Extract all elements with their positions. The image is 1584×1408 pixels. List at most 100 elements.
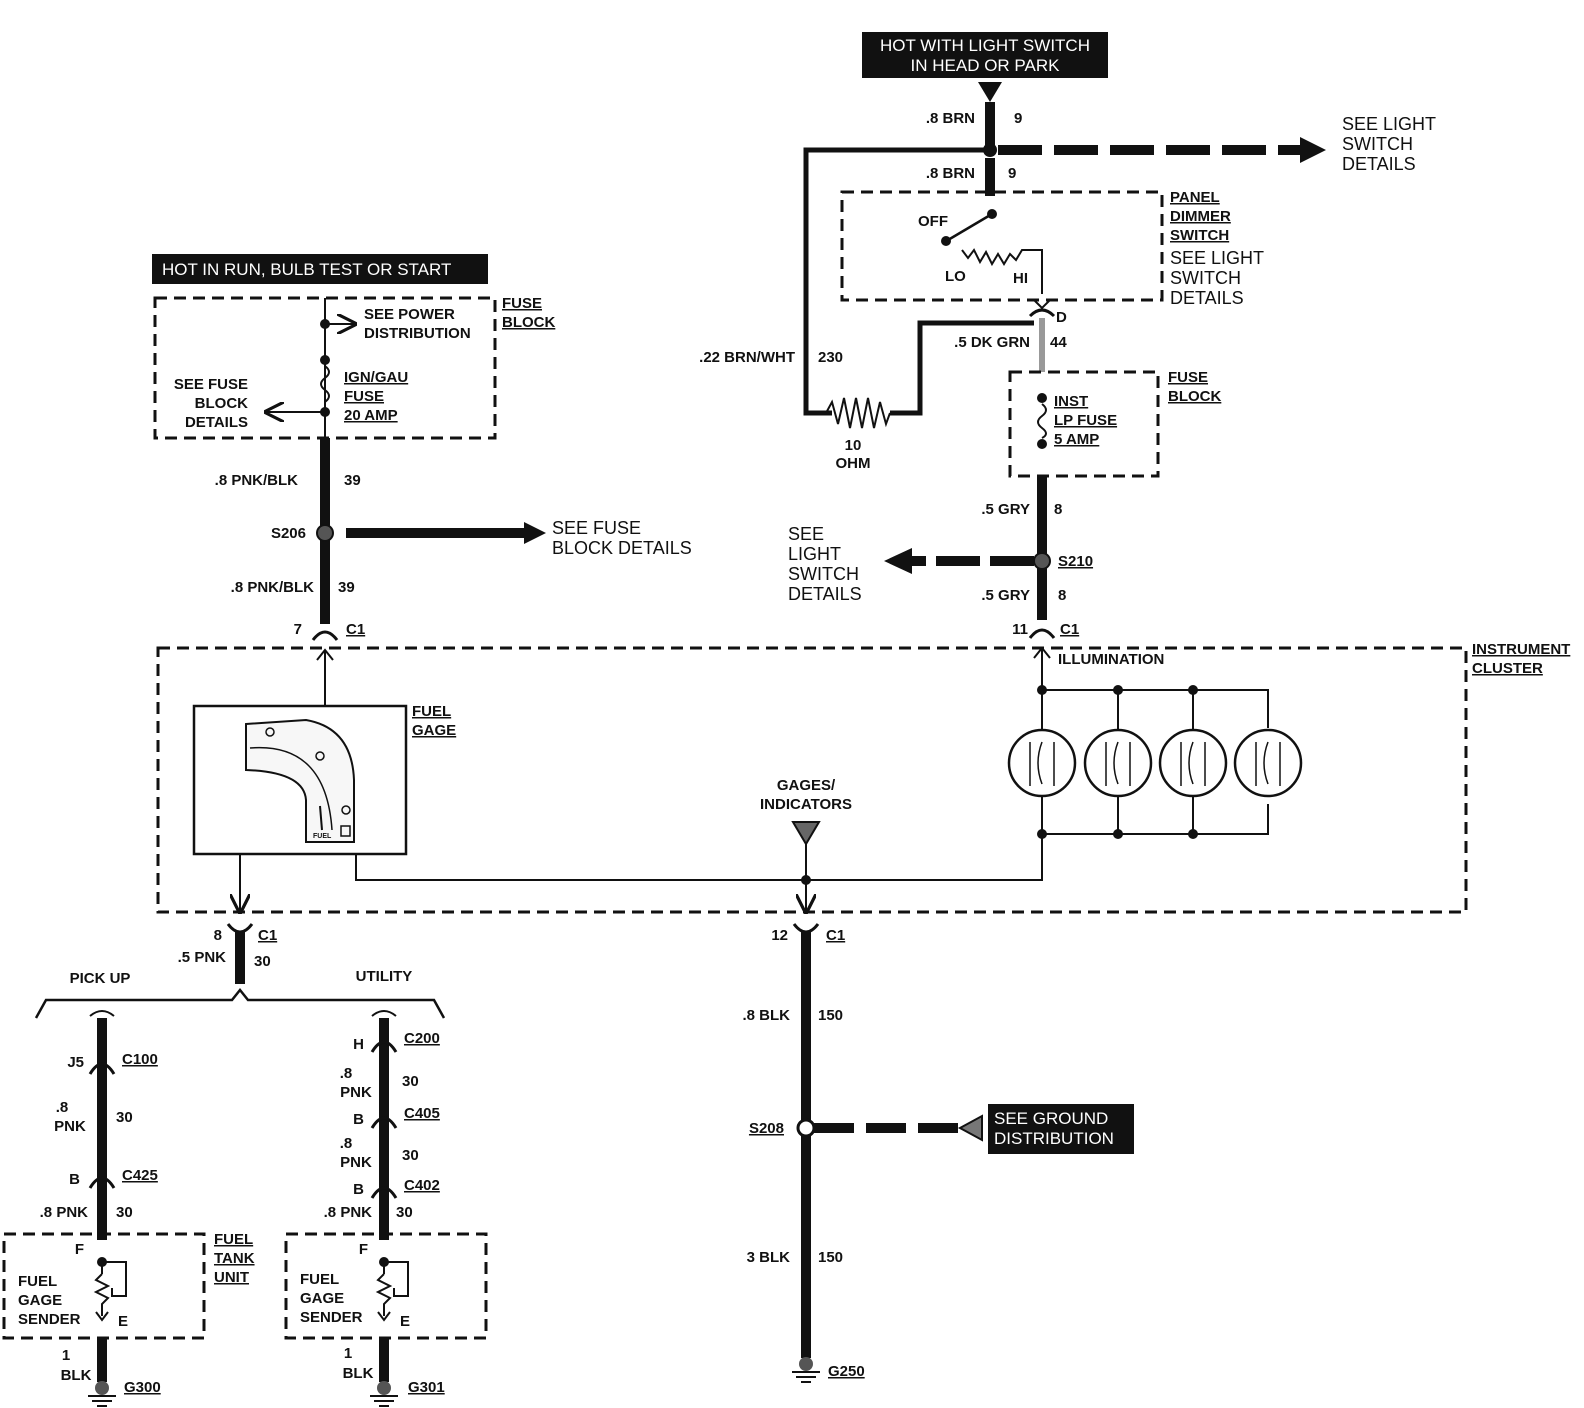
fuel-gage-dial-icon: FUEL xyxy=(245,718,355,843)
c1-pin8-connector xyxy=(226,923,254,934)
run-hot-text: HOT IN RUN, BULB TEST OR START xyxy=(162,260,451,279)
dimmer-blade xyxy=(947,212,993,242)
pickup-w2-circuit: 30 xyxy=(116,1204,133,1221)
dimmer-out-connector xyxy=(1033,299,1051,310)
bulb-1-icon xyxy=(1007,690,1077,834)
gages-label-1: GAGES/ xyxy=(777,777,836,794)
utility-pin1: H xyxy=(353,1036,364,1053)
s206-ref-2: BLOCK DETAILS xyxy=(552,538,692,558)
c1-pin11-connector xyxy=(1028,628,1056,639)
inst-fuse-3: 5 AMP xyxy=(1054,431,1099,448)
ground-g250-icon xyxy=(792,1357,820,1383)
dk-grn-circuit: 44 xyxy=(1050,334,1067,351)
fuse-block-right-title-1: FUSE xyxy=(1168,369,1208,386)
dimmer-hi: HI xyxy=(1013,270,1028,287)
utility-pin2: B xyxy=(353,1111,364,1128)
gage-face-label: FUEL xyxy=(313,833,332,840)
fuse-block-left-title-2: BLOCK xyxy=(502,314,555,331)
arrow-right-s206-icon xyxy=(524,522,546,544)
fuel-tank-unit-2: TANK xyxy=(214,1250,255,1267)
bulb-3-icon xyxy=(1158,690,1228,834)
cluster-title-1: INSTRUMENT xyxy=(1472,641,1570,658)
bulb-2-icon xyxy=(1083,690,1153,834)
fuse-block-right-title-2: BLOCK xyxy=(1168,388,1221,405)
illum-top-bus xyxy=(1042,689,1269,728)
s210-ref-1: SEE xyxy=(788,524,824,544)
brn-wht-circuit: 230 xyxy=(818,349,843,366)
illum-bottom-bus xyxy=(1042,804,1269,835)
utility-w3-circuit: 30 xyxy=(396,1204,413,1221)
s210-ref-4: DETAILS xyxy=(788,584,862,604)
ign-fuse-contact-top xyxy=(320,355,330,365)
light-ref-line1: SEE LIGHT xyxy=(1342,114,1436,134)
dimmer-off: OFF xyxy=(918,213,948,230)
brn-wire-label: .8 BRN xyxy=(926,110,975,127)
ground-dist-1: SEE GROUND xyxy=(994,1109,1108,1128)
pickup-f: F xyxy=(75,1241,84,1258)
gages-label-2: INDICATORS xyxy=(760,796,852,813)
pickup-sender-2: GAGE xyxy=(18,1292,62,1309)
resistor-unit: OHM xyxy=(836,455,871,472)
utility-w3-label: .8 PNK xyxy=(324,1204,373,1221)
resistor-value: 10 xyxy=(845,437,862,454)
utility-f: F xyxy=(359,1241,368,1258)
pin-d-connector xyxy=(1028,308,1056,318)
light-hot-line2: IN HEAD OR PARK xyxy=(911,56,1061,75)
splice-s210 xyxy=(1033,552,1051,570)
c1-pin7-conn: C1 xyxy=(346,621,365,638)
fuse-block-right xyxy=(1008,370,1160,478)
panel-dimmer-switch-box xyxy=(840,190,1164,302)
ign-fuse-2: FUSE xyxy=(344,388,384,405)
wire-brn-wht xyxy=(803,147,990,416)
inst-fuse-2: LP FUSE xyxy=(1054,412,1117,429)
utility-conn2: C405 xyxy=(404,1105,440,1122)
light-switch-hot-header: HOT WITH LIGHT SWITCH IN HEAD OR PARK xyxy=(862,32,1108,78)
gage-ground-wire xyxy=(355,834,1043,881)
pnk-blk-2-label: .8 PNK/BLK xyxy=(231,579,315,596)
brn2-wire-circuit: 9 xyxy=(1008,165,1016,182)
ground-g300-icon xyxy=(88,1381,116,1407)
ground-dist-header xyxy=(988,1104,1134,1154)
pickup-sender-1: FUEL xyxy=(18,1273,57,1290)
utility-w2-label-2: PNK xyxy=(340,1154,372,1171)
splice-s208-label: S208 xyxy=(749,1120,784,1137)
pickup-pin1: J5 xyxy=(67,1054,84,1071)
inst-fuse-1: INST xyxy=(1054,393,1088,410)
dimmer-ref-2: SWITCH xyxy=(1170,268,1241,288)
gage-wire-circuit: 30 xyxy=(254,953,271,970)
pickup-gnd-2: BLK xyxy=(61,1367,92,1384)
splice-s206 xyxy=(316,524,334,542)
brn2-wire-label: .8 BRN xyxy=(926,165,975,182)
utility-e: E xyxy=(400,1313,410,1330)
run-hot-header xyxy=(152,254,488,284)
fuel-gage-box xyxy=(192,704,408,856)
pickup-top-connector xyxy=(89,1010,115,1017)
c1-pin12: 12 xyxy=(771,927,788,944)
brn-wht-label: .22 BRN/WHT xyxy=(699,349,795,366)
splice-s210-label: S210 xyxy=(1058,553,1093,570)
ign-gau-fuse-icon xyxy=(320,365,330,403)
arrow-right-icon xyxy=(1300,137,1326,163)
c405-connector xyxy=(370,1116,398,1129)
light-ref-line2: SWITCH xyxy=(1342,134,1413,154)
power-dist-2: DISTRIBUTION xyxy=(364,325,471,342)
dimmer-rheostat xyxy=(961,248,1043,294)
c425-connector xyxy=(88,1176,116,1189)
pickup-pin2: B xyxy=(69,1171,80,1188)
c200-connector xyxy=(370,1040,398,1053)
light-hot-line1: HOT WITH LIGHT SWITCH xyxy=(880,36,1090,55)
blk1-circuit: 150 xyxy=(818,1007,843,1024)
inst-fuse-contact-top xyxy=(1037,393,1047,403)
c1-pin12-conn: C1 xyxy=(826,927,845,944)
pickup-gnd-1: 1 xyxy=(62,1347,70,1364)
utility-sender-1: FUEL xyxy=(300,1271,339,1288)
c1-pin11: 11 xyxy=(1012,621,1028,638)
dimmer-lo: LO xyxy=(945,268,966,285)
utility-conn1: C200 xyxy=(404,1030,440,1047)
fuel-tank-unit-1: FUEL xyxy=(214,1231,253,1248)
c100-connector xyxy=(88,1062,116,1075)
utility-w1-label-1: .8 xyxy=(340,1065,353,1082)
utility-conn3: C402 xyxy=(404,1177,440,1194)
s210-ref-3: SWITCH xyxy=(788,564,859,584)
